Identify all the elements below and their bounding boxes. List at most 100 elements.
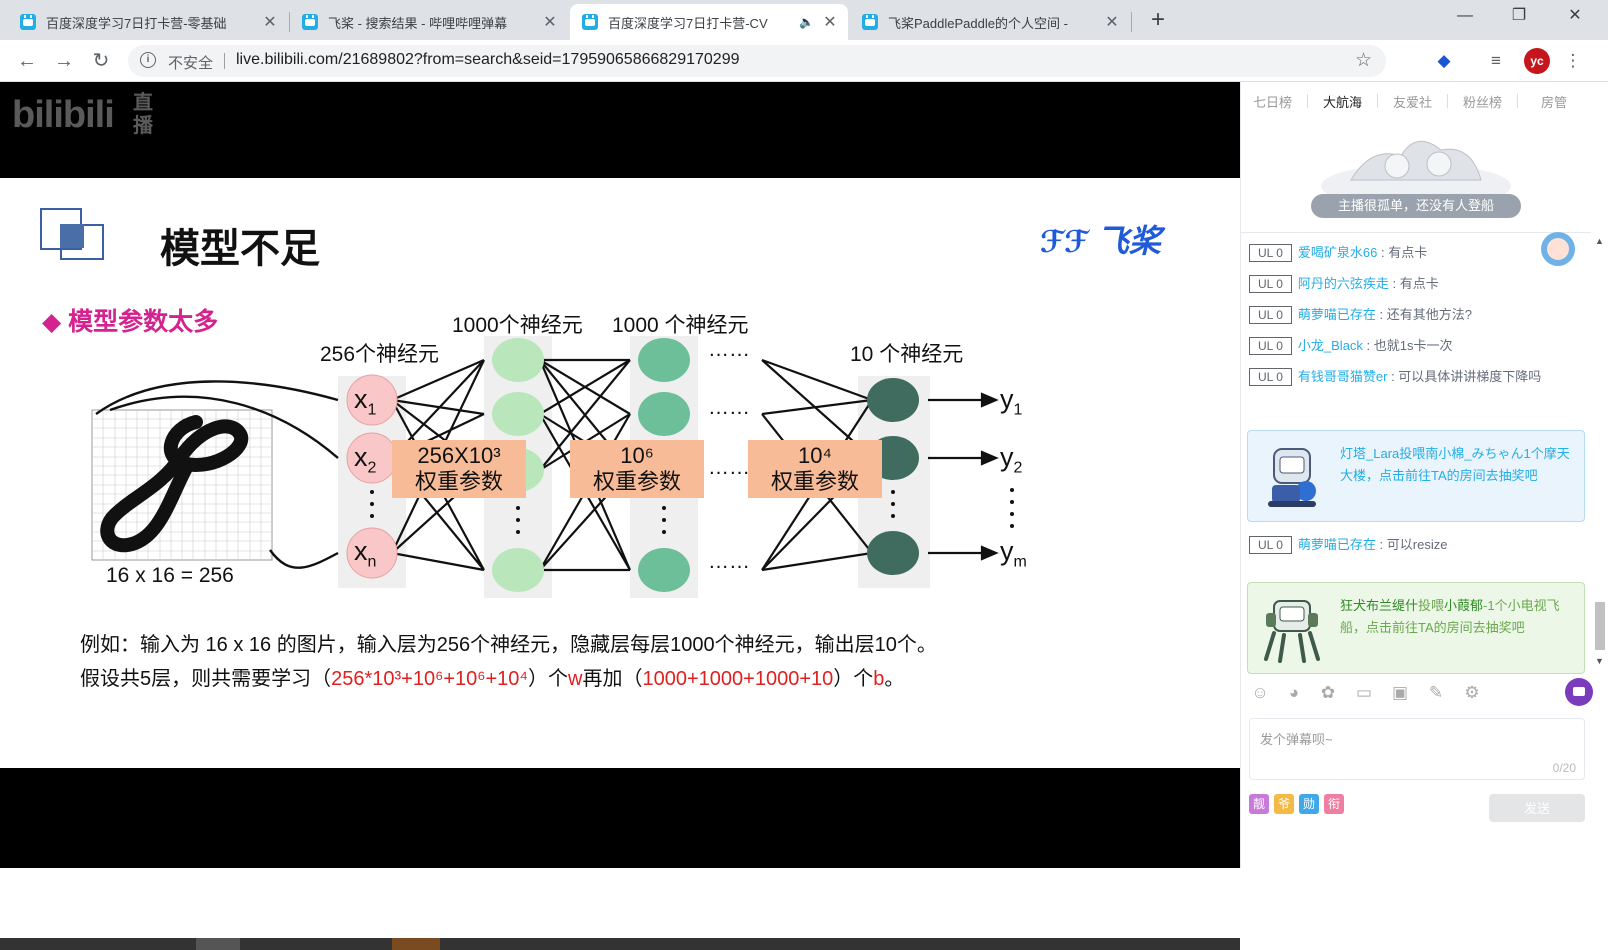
host-avatar[interactable]	[1541, 232, 1575, 266]
chat-mode-icon[interactable]	[1565, 678, 1593, 706]
live-side-panel: 七日榜 大航海 友爱社 粉丝榜 房管 主播很孤单，还没有人登船 UL 0 爱喝矿泉…	[1240, 82, 1608, 868]
forward-button[interactable]: →	[54, 50, 74, 72]
user-level-badge: UL 0	[1249, 337, 1292, 355]
divider	[1447, 94, 1448, 108]
close-tab-icon[interactable]: ✕	[263, 14, 277, 31]
scroll-thumb[interactable]	[1595, 602, 1605, 650]
browser-toolbar: ← → ↻ i 不安全 live.bilibili.com/21689802?f…	[0, 40, 1608, 82]
video-player[interactable]: bilibili 直播 模型不足 ℱℱ 飞桨 ◆ 模型参数太多 256个神经元 …	[0, 82, 1240, 950]
scroll-up-icon[interactable]: ▲	[1595, 236, 1604, 246]
profile-avatar[interactable]: yc	[1524, 48, 1550, 74]
output-node	[867, 531, 919, 575]
gift-sender[interactable]: 灯塔_Lara	[1340, 446, 1400, 461]
gift-sender[interactable]: 狂犬布兰缇什	[1340, 598, 1419, 613]
hidden2-node	[638, 548, 690, 592]
tab-separator	[1131, 12, 1132, 32]
settings-icon[interactable]: ⚙	[1464, 683, 1480, 702]
media-control-icon[interactable]: ≡	[1491, 51, 1501, 70]
tab-fan-rank[interactable]: 粉丝榜	[1463, 95, 1503, 110]
send-button[interactable]: 发送	[1489, 794, 1585, 822]
gift-notice[interactable]: 灯塔_Lara投喂南小棉_みちゃん1个摩天大楼，点击前往TA的房间去抽奖吧	[1247, 430, 1585, 522]
security-label[interactable]: 不安全	[168, 55, 214, 72]
input-node-label: x1	[354, 384, 377, 419]
scroll-down-icon[interactable]: ▼	[1595, 656, 1604, 666]
layer-label: 10 个神经元	[850, 343, 964, 366]
gift-notice[interactable]: 狂犬布兰缇什投喂小葭郁-1个小电视飞船，点击前往TA的房间去抽奖吧	[1247, 582, 1585, 674]
chat-username[interactable]: 萌萝喵已存在	[1297, 307, 1376, 322]
weight-box	[570, 440, 704, 498]
input-node	[346, 527, 398, 579]
close-tab-icon[interactable]: ✕	[543, 14, 557, 31]
info-icon[interactable]: i	[140, 52, 156, 68]
ellipsis: ……	[708, 396, 750, 419]
formula-line: 假设共5层，则共需要学习（256*10³+10⁶+10⁶+10⁴）个w再加（10…	[80, 668, 905, 690]
browser-tab[interactable]: 飞桨 - 搜索结果 - 哔哩哔哩弹幕 ✕	[290, 4, 568, 40]
live-label: 直播	[133, 92, 153, 137]
chat-username[interactable]: 阿丹的六弦疾走	[1297, 276, 1389, 291]
speaker-icon[interactable]: 🔈	[799, 15, 814, 29]
tab-title: 飞桨 - 搜索结果 - 哔哩哔哩弹幕	[328, 15, 508, 31]
emoji-icon[interactable]: ☺	[1251, 683, 1269, 702]
browser-tab[interactable]: 飞桨PaddlePaddle的个人空间 - ✕	[850, 4, 1130, 40]
medal-badge[interactable]: 爷	[1274, 794, 1294, 814]
medal-badge[interactable]: 勋	[1299, 794, 1319, 814]
menu-kebab-icon[interactable]: ⋮	[1564, 51, 1582, 70]
tab-room-admin[interactable]: 房管	[1541, 95, 1568, 110]
ellipsis: ……	[708, 338, 750, 361]
close-tab-icon[interactable]: ✕	[823, 14, 837, 31]
bilibili-logo: bilibili	[12, 94, 115, 136]
url-text[interactable]: live.bilibili.com/21689802?from=search&s…	[236, 51, 740, 68]
tab-fan-club[interactable]: 友爱社	[1393, 95, 1433, 110]
input-node	[346, 374, 398, 426]
minimize-button[interactable]: —	[1457, 7, 1473, 24]
restore-button[interactable]: ❐	[1511, 7, 1527, 24]
chat-toolbar: ☺ ◕ ✿ ▭ ▣ ✎ ⚙	[1249, 680, 1599, 708]
layer-label: 256个神经元	[320, 343, 440, 366]
hidden2-node	[638, 338, 690, 382]
medal-badge[interactable]: 衔	[1324, 794, 1344, 814]
chat-scrollbar[interactable]: ▲ ▼	[1593, 232, 1607, 672]
extension-icon[interactable]: ◆	[1437, 51, 1451, 70]
tab-title: 百度深度学习7日打卡营-CV	[608, 15, 768, 31]
gift-icon[interactable]: ✿	[1320, 683, 1336, 702]
digit-image	[91, 409, 273, 561]
edit-icon[interactable]: ✎	[1428, 683, 1444, 702]
medal-badges: 靓爷勋衔	[1249, 794, 1349, 816]
screen-icon[interactable]: ▣	[1391, 683, 1409, 702]
chat-username[interactable]: 萌萝喵已存在	[1297, 537, 1376, 552]
address-bar[interactable]: i 不安全 live.bilibili.com/21689802?from=se…	[128, 45, 1386, 77]
close-window-button[interactable]: ✕	[1568, 7, 1582, 24]
bullet-heading: ◆ 模型参数太多	[42, 308, 219, 336]
empty-caption: 主播很孤单，还没有人登船	[1311, 194, 1521, 218]
gift-target[interactable]: 南小棉_みちゃん	[1425, 446, 1524, 461]
new-tab-button[interactable]: +	[1150, 6, 1165, 33]
divider	[1307, 94, 1308, 108]
bookmark-star-icon[interactable]: ☆	[1354, 50, 1372, 71]
palette-icon[interactable]: ◕	[1288, 683, 1300, 702]
close-tab-icon[interactable]: ✕	[1105, 14, 1119, 31]
browser-tab-strip: 百度深度学习7日打卡营-零基础 ✕ 飞桨 - 搜索结果 - 哔哩哔哩弹幕 ✕ 百…	[0, 0, 1608, 40]
browser-tab[interactable]: 百度深度学习7日打卡营-零基础 ✕	[8, 4, 288, 40]
chat-username[interactable]: 爱喝矿泉水66	[1297, 245, 1378, 260]
back-button[interactable]: ←	[17, 50, 37, 72]
progress-bar[interactable]	[0, 938, 1240, 950]
gift-target[interactable]: 小葭郁	[1444, 598, 1484, 613]
card-icon[interactable]: ▭	[1355, 683, 1373, 702]
progress-segment	[196, 938, 240, 950]
medal-badge[interactable]: 靓	[1249, 794, 1269, 814]
chat-username[interactable]: 小龙_Black	[1297, 338, 1363, 353]
browser-tab-active[interactable]: 百度深度学习7日打卡营-CV 🔈 ✕	[570, 4, 848, 40]
divider	[1241, 232, 1591, 233]
reload-button[interactable]: ↻	[92, 50, 110, 72]
tab-guard[interactable]: 大航海	[1323, 95, 1363, 110]
tab-seven-day-rank[interactable]: 七日榜	[1253, 95, 1293, 110]
chat-username[interactable]: 有钱哥哥猫赞er	[1297, 369, 1388, 384]
hidden1-node	[492, 338, 544, 382]
neural-network-diagram	[91, 336, 1014, 598]
danmaku-input[interactable]	[1250, 719, 1584, 759]
